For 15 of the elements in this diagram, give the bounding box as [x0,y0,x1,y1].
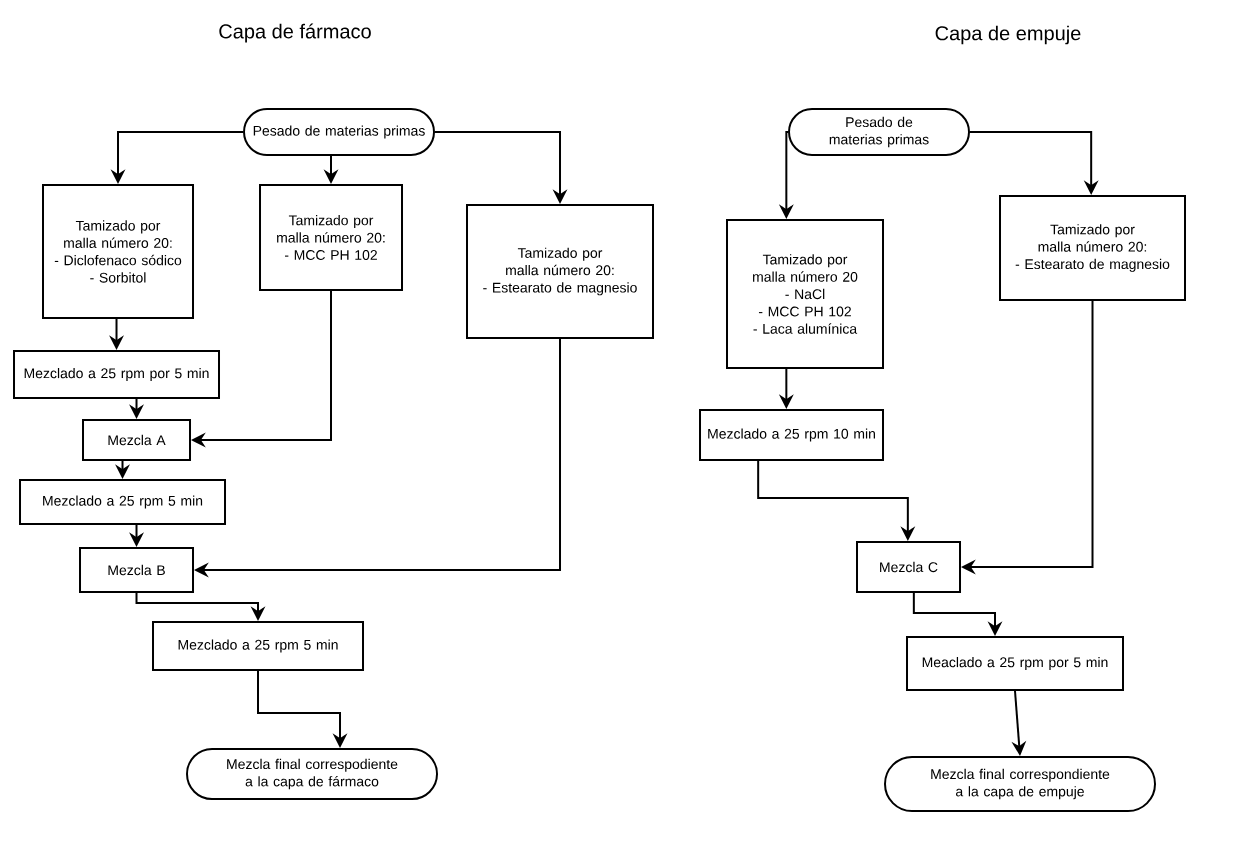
process-box: Tamizado por malla número 20 - NaCl - MCC PH 102 - Laca alumínica [726,219,884,369]
process-box: Mezcla C [856,541,961,593]
section-heading: Capa de fármaco [219,23,371,43]
process-box: Meaclado a 25 rpm por 5 min [906,636,1124,691]
process-box: Mezclado a 25 rpm 10 min [699,409,884,461]
process-box: Mezclado a 25 rpm por 5 min [13,350,220,399]
process-box: Mezcla A [82,419,191,461]
section-heading: Capa de empuje [935,25,1081,45]
process-box: Tamizado por malla número 20: - Diclofenaco sódico - Sorbitol [42,184,194,319]
process-box: Tamizado por malla número 20: - Estearato de magnesio [999,195,1186,301]
process-box: Mezclado a 25 rpm 5 min [152,621,364,671]
process-box: Tamizado por malla número 20: - Estearato de magnesio [466,204,654,339]
process-box: Mezclado a 25 rpm 5 min [19,479,226,525]
process-box: Mezcla B [79,547,194,593]
process-box: Tamizado por malla número 20: - MCC PH 102 [259,184,403,291]
